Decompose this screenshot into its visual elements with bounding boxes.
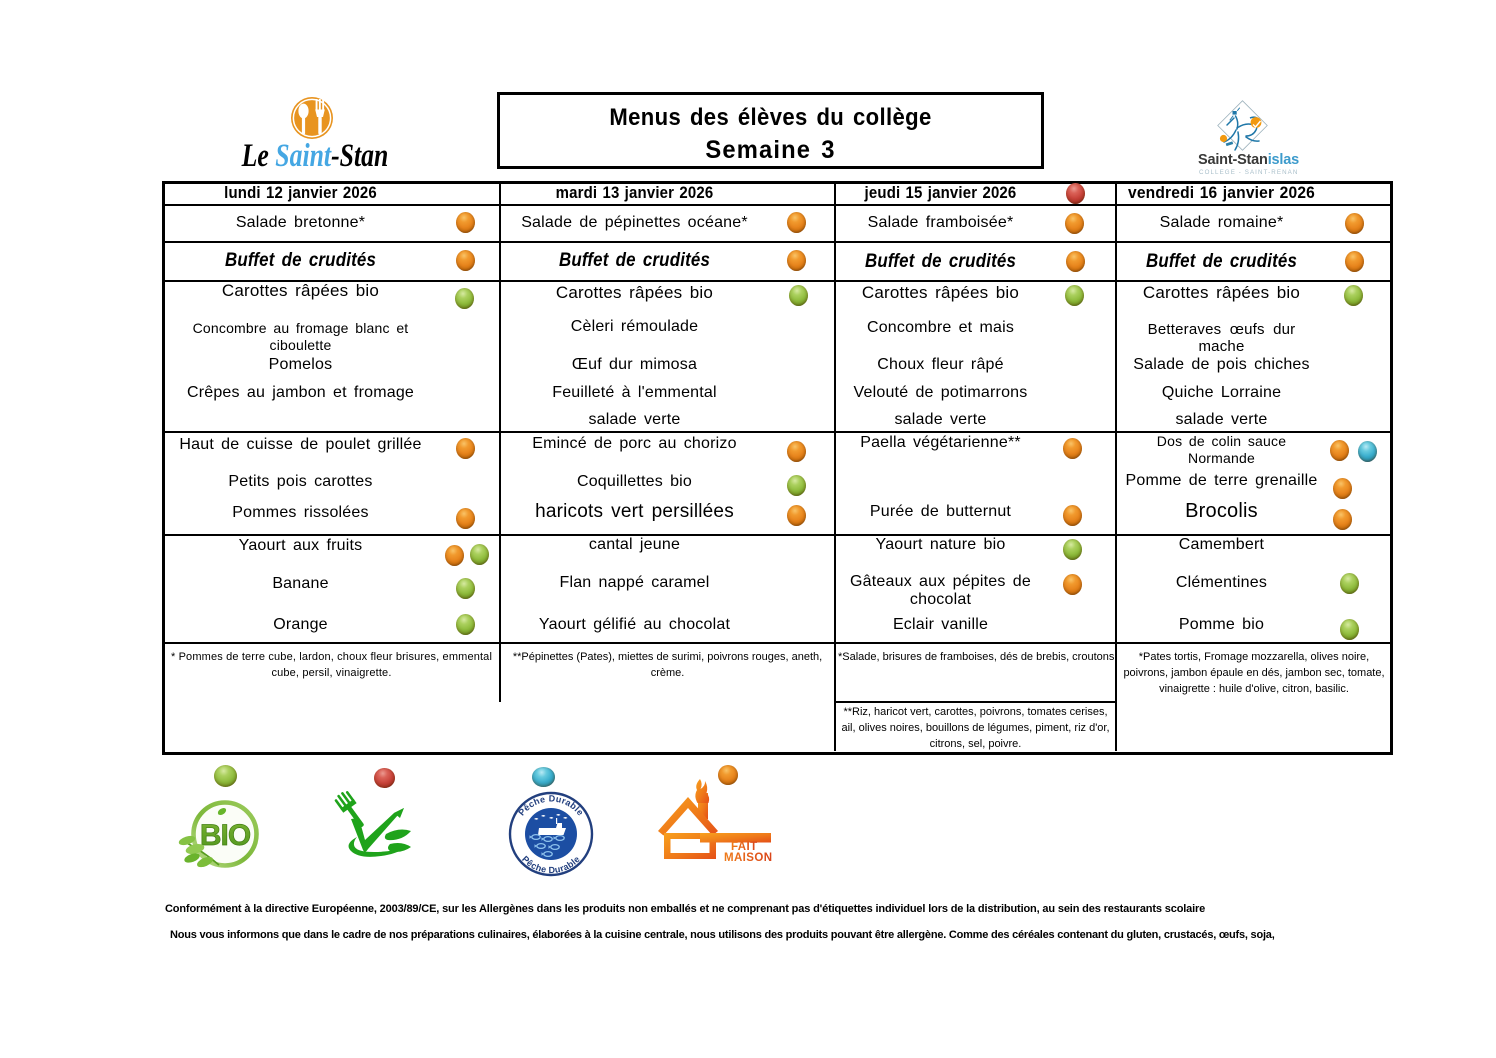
svg-text:Saint-Stanislas: Saint-Stanislas <box>1198 152 1299 168</box>
svg-text:MAISON: MAISON <box>724 852 772 864</box>
svg-text:FAIT: FAIT <box>731 841 758 853</box>
svg-text:BIO: BIO <box>200 819 251 852</box>
svg-text:COLLEGE - SAINT-RENAN: COLLEGE - SAINT-RENAN <box>1199 169 1298 176</box>
